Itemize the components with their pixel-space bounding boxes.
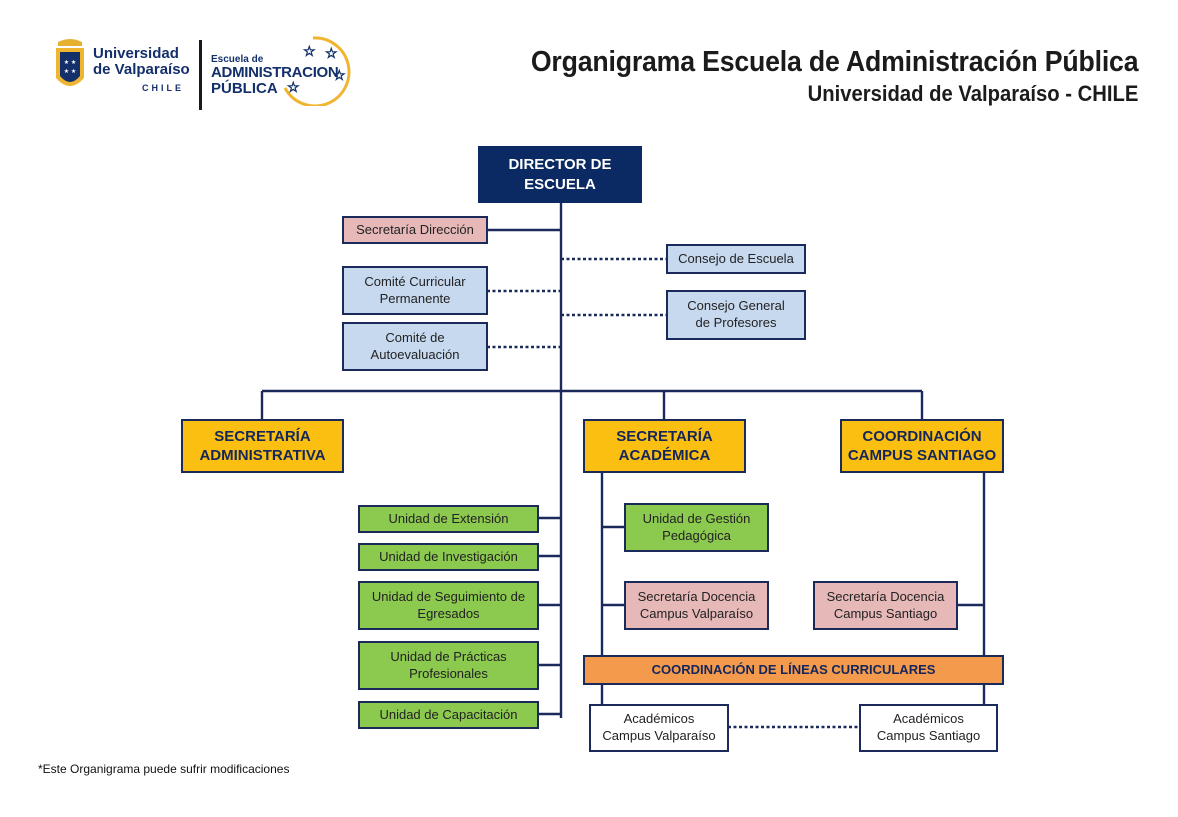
academicos-valparaiso-box: Académicos Campus Valparaíso <box>589 704 729 752</box>
unidad-gestion-box: Unidad de Gestión Pedagógica <box>624 503 769 552</box>
secretaria-administrativa-box: SECRETARÍA ADMINISTRATIVA <box>181 419 344 473</box>
svg-text:★ ★: ★ ★ <box>64 68 76 75</box>
university-name: Universidad de Valparaíso <box>93 46 190 78</box>
svg-text:☆: ☆ <box>333 67 346 83</box>
unidad-capacitacion-box: Unidad de Capacitación <box>358 701 539 729</box>
page-subtitle: Universidad de Valparaíso - CHILE <box>807 81 1138 106</box>
page-header: Organigrama Escuela de Administración Pú… <box>478 46 1138 107</box>
coordinacion-santiago-box: COORDINACIÓN CAMPUS SANTIAGO <box>840 419 1004 473</box>
academicos-valparaiso-label: Académicos Campus Valparaíso <box>602 711 716 743</box>
academicos-santiago-box: Académicos Campus Santiago <box>859 704 998 752</box>
unidad-extension-box: Unidad de Extensión <box>358 505 539 533</box>
sec-docencia-santiago-label: Secretaría Docencia Campus Santiago <box>826 588 945 621</box>
comite-autoevaluacion-box: Comité de Autoevaluación <box>342 322 488 371</box>
unidad-seguimiento-box: Unidad de Seguimiento de Egresados <box>358 581 539 630</box>
unidad-extension-label: Unidad de Extensión <box>388 510 509 526</box>
page-title: Organigrama Escuela de Administración Pú… <box>530 46 1138 78</box>
sec-docencia-santiago-box: Secretaría Docencia Campus Santiago <box>813 581 958 630</box>
university-name-line2: de Valparaíso <box>93 61 190 78</box>
unidad-practicas-box: Unidad de Prácticas Profesionales <box>358 641 539 690</box>
coordinacion-santiago-label: COORDINACIÓN CAMPUS SANTIAGO <box>847 427 997 465</box>
svg-text:☆: ☆ <box>325 45 338 61</box>
consejo-escuela-box: Consejo de Escuela <box>666 244 806 274</box>
unidad-practicas-label: Unidad de Prácticas Profesionales <box>390 648 507 681</box>
school-name-line3: PÚBLICA <box>211 80 278 97</box>
svg-text:☆: ☆ <box>303 43 316 59</box>
coordinacion-lineas-label: COORDINACIÓN DE LÍNEAS CURRICULARES <box>651 661 936 677</box>
secretaria-direccion-label: Secretaría Dirección <box>356 221 474 237</box>
logo-divider <box>199 40 202 110</box>
sec-docencia-valparaiso-label: Secretaría Docencia Campus Valparaíso <box>637 588 756 621</box>
comite-autoevaluacion-label: Comité de Autoevaluación <box>370 329 460 362</box>
unidad-investigacion-box: Unidad de Investigación <box>358 543 539 571</box>
comite-curricular-box: Comité Curricular Permanente <box>342 266 488 315</box>
secretaria-administrativa-label: SECRETARÍA ADMINISTRATIVA <box>199 427 326 465</box>
secretaria-academica-label: SECRETARÍA ACADÉMICA <box>616 427 713 465</box>
consejo-escuela-label: Consejo de Escuela <box>678 250 794 266</box>
university-name-line1: Universidad <box>93 45 179 62</box>
consejo-general-box: Consejo General de Profesores <box>666 290 806 340</box>
academicos-santiago-label: Académicos Campus Santiago <box>876 711 981 743</box>
unidad-gestion-label: Unidad de Gestión Pedagógica <box>642 510 751 543</box>
director-label: DIRECTOR DE ESCUELA <box>508 156 612 193</box>
director-box: DIRECTOR DE ESCUELA <box>478 146 642 203</box>
comite-curricular-label: Comité Curricular Permanente <box>364 273 466 306</box>
secretaria-direccion-box: Secretaría Dirección <box>342 216 488 244</box>
school-name-line2: ADMINISTRACION <box>211 64 339 81</box>
footnote: *Este Organigrama puede sufrir modificac… <box>38 762 290 776</box>
unidad-investigacion-label: Unidad de Investigación <box>379 548 518 564</box>
school-name-line1: Escuela de <box>211 54 264 65</box>
school-logo: ☆ ☆ ☆ ☆ Escuela de ADMINISTRACION PÚBLIC… <box>209 34 354 108</box>
consejo-general-label: Consejo General de Profesores <box>687 298 785 330</box>
svg-text:★ ★: ★ ★ <box>64 59 76 66</box>
svg-text:☆: ☆ <box>287 79 300 95</box>
university-country: CHILE <box>142 83 184 93</box>
secretaria-academica-box: SECRETARÍA ACADÉMICA <box>583 419 746 473</box>
stars-ring-icon: ☆ ☆ ☆ ☆ <box>283 36 351 106</box>
unidad-capacitacion-label: Unidad de Capacitación <box>379 706 518 722</box>
sec-docencia-valparaiso-box: Secretaría Docencia Campus Valparaíso <box>624 581 769 630</box>
shield-icon: ★ ★ ★ ★ <box>56 39 84 86</box>
unidad-seguimiento-label: Unidad de Seguimiento de Egresados <box>371 588 526 621</box>
coordinacion-lineas-box: COORDINACIÓN DE LÍNEAS CURRICULARES <box>583 655 1004 685</box>
